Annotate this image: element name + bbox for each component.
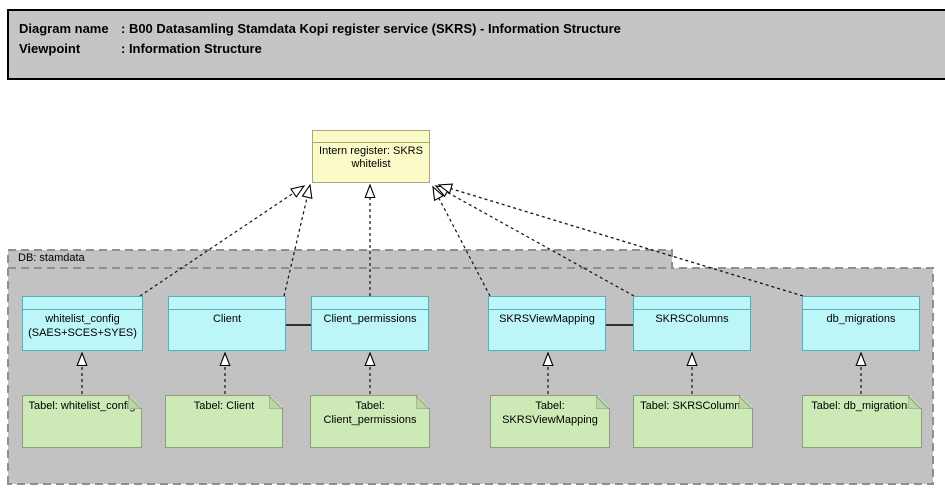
node-skrsviewmapping[interactable]: SKRSViewMapping [488,296,606,351]
node-intern-register[interactable]: Intern register: SKRS whitelist [312,130,430,183]
note-fold-corner-icon [269,396,282,409]
note-label: Tabel: SKRSViewMapping [502,400,598,426]
node-client-permissions[interactable]: Client_permissions [311,296,429,351]
note-label: Tabel: whitelist_config [28,400,136,412]
register-label: Intern register: SKRS whitelist [319,145,423,170]
node-db-migrations[interactable]: db_migrations [802,296,920,351]
realization-whitelist-config [139,185,306,297]
note-tabel-db-migrations[interactable]: Tabel: db_migrations [802,395,922,448]
diagram-name-row: Diagram name : B00 Datasamling Stamdata … [19,19,945,39]
realization-client [283,183,313,297]
db-container-label: DB: stamdata [18,252,85,264]
node-client[interactable]: Client [168,296,286,351]
node-whitelist-config[interactable]: whitelist_config (SAES+SCES+SYES) [22,296,143,351]
viewpoint-value: : Information Structure [121,41,262,56]
register-header-compartment [313,131,429,143]
viewpoint-label: Viewpoint [19,41,81,56]
note-tabel-skrscolumns[interactable]: Tabel: SKRSColumns [633,395,753,448]
note-fold-corner-icon [739,396,752,409]
note-fold-corner-icon [596,396,609,409]
table-label: whitelist_config (SAES+SCES+SYES) [28,313,137,339]
viewpoint-row: Viewpoint : Information Structure [19,39,945,59]
note-tabel-client[interactable]: Tabel: Client [165,395,283,448]
note-label: Tabel: db_migrations [811,400,913,412]
note-fold-corner-icon [416,396,429,409]
note-tabel-skrsviewmapping[interactable]: Tabel: SKRSViewMapping [490,395,610,448]
note-fold-corner-icon [128,396,141,409]
table-label: SKRSColumns [655,313,729,325]
note-tabel-whitelist-config[interactable]: Tabel: whitelist_config [22,395,142,448]
note-label: Tabel: Client_permissions [323,400,417,426]
note-tabel-client-permissions[interactable]: Tabel: Client_permissions [310,395,430,448]
note-fold-corner-icon [908,396,921,409]
realization-db-migrations [437,183,804,297]
table-label: Client [212,313,242,325]
realization-skrsviewmapping [432,185,491,297]
diagram-name-label: Diagram name [19,21,109,36]
diagram-name-value: : B00 Datasamling Stamdata Kopi register… [121,21,621,36]
diagram-header: Diagram name : B00 Datasamling Stamdata … [7,9,945,80]
note-label: Tabel: SKRSColumns [640,400,746,412]
db-container-shape [7,249,934,485]
table-label: db_migrations [826,313,896,325]
node-skrscolumns[interactable]: SKRSColumns [633,296,751,351]
realization-skrscolumns [434,185,635,297]
table-label: Client_permissions [323,313,417,325]
table-label: SKRSViewMapping [499,313,595,325]
note-label: Tabel: Client [193,400,255,412]
